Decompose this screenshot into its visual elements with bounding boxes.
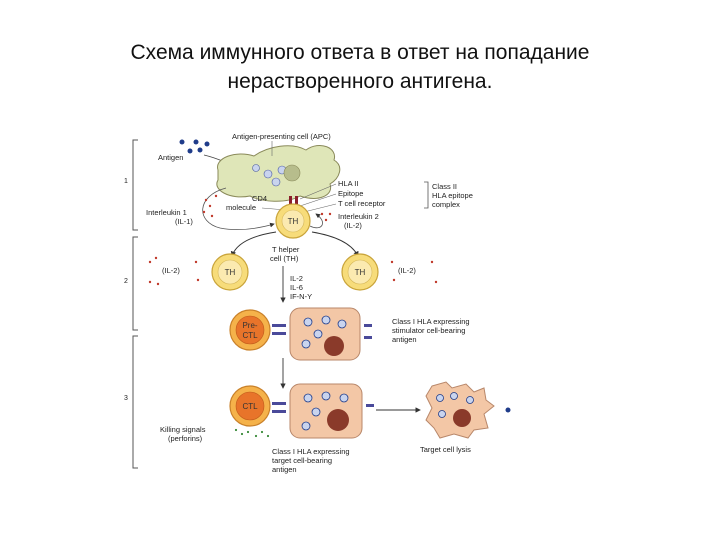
lysis-label: Target cell lysis	[420, 445, 471, 454]
step-3-label: 3	[124, 395, 128, 402]
il2-dots-step1	[320, 212, 332, 222]
th-cell-right-label: TH	[355, 268, 366, 277]
slide-title: Схема иммунного ответа в ответ на попада…	[0, 38, 720, 96]
step-2-label: 2	[124, 278, 128, 285]
killing-label-line-2: (perforins)	[168, 434, 203, 443]
lysed-vesicles	[436, 392, 474, 418]
target-nucleus	[327, 409, 349, 431]
target-label-line-1: Class I HLA expressing	[272, 447, 350, 456]
th-cell-step1-label: TH	[288, 217, 299, 226]
cytokine-label-2: IL-6	[290, 283, 303, 292]
step-brackets	[132, 139, 138, 469]
il2-label-line-2: (IL-2)	[344, 221, 362, 230]
slide-title-line-1: Схема иммунного ответа в ответ на попада…	[130, 41, 590, 64]
il2-right-label: (IL-2)	[398, 266, 416, 275]
arrow-to-th-right	[311, 231, 359, 257]
stimulator-vesicles	[301, 315, 347, 349]
cytokine-label-1: IL-2	[290, 274, 303, 283]
pre-ctl-label-line-2: CTL	[242, 331, 258, 340]
cytokine-label-3: IF-N-Y	[290, 292, 312, 301]
class2-label-line-1: Class II	[432, 182, 457, 191]
il1-dots	[202, 194, 218, 218]
pre-ctl-label-line-1: Pre-	[242, 321, 257, 330]
cd4-label-line-1: CD4	[252, 194, 267, 203]
il2-left-label: (IL-2)	[162, 266, 180, 275]
target-receptors	[272, 402, 374, 413]
th-left-dots	[148, 256, 200, 286]
target-vesicles	[301, 391, 349, 431]
antigen-label: Antigen	[158, 153, 183, 162]
lysed-nucleus	[453, 409, 471, 427]
il2-label-line-1: Interleukin 2	[338, 212, 379, 221]
step-1-label: 1	[124, 178, 128, 185]
cd4-label-line-2: molecule	[226, 203, 256, 212]
th-cell-step1-nucleus	[281, 209, 305, 233]
released-antigen	[505, 407, 511, 413]
apc-vesicles	[252, 164, 287, 187]
killing-label-line-1: Killing signals	[160, 425, 206, 434]
stimulator-nucleus	[324, 336, 344, 356]
t-helper-label-line-1: T helper	[272, 245, 300, 254]
il1-path	[202, 187, 275, 231]
apc-nucleus	[283, 164, 301, 182]
class2-label-line-2: HLA epitope	[432, 191, 473, 200]
target-label-line-3: antigen	[272, 465, 297, 474]
tcr-label: T cell receptor	[338, 199, 386, 208]
apc-cell	[216, 145, 341, 202]
epitope-label: Epitope	[338, 189, 363, 198]
target-label-line-2: target cell-bearing	[272, 456, 332, 465]
th-cell-left-nucleus	[217, 259, 243, 285]
th-cell-left-label: TH	[225, 268, 236, 277]
il1-label-line-2: (IL-1)	[175, 217, 193, 226]
class2-label-line-3: complex	[432, 200, 460, 209]
stimulator-label-line-3: antigen	[392, 335, 417, 344]
th-right-dots	[390, 260, 438, 284]
il2-loop	[309, 213, 323, 229]
stimulator-label-line-1: Class I HLA expressing	[392, 317, 470, 326]
ctl-nucleus	[235, 391, 265, 421]
apc-label: Antigen-presenting cell (APC)	[232, 132, 331, 141]
slide-title-line-2: нерастворенного антигена.	[227, 70, 493, 93]
t-helper-label-line-2: cell (TH)	[270, 254, 299, 263]
ctl-label: CTL	[242, 402, 258, 411]
stimulator-receptors	[272, 324, 372, 339]
il1-label-line-1: Interleukin 1	[146, 208, 187, 217]
class2-bracket	[424, 181, 429, 209]
th-cell-right-nucleus	[347, 259, 373, 285]
perforin-dots	[234, 428, 270, 438]
hla2-label: HLA II	[338, 179, 358, 188]
pre-ctl-nucleus	[235, 315, 265, 345]
arrow-to-th-left	[230, 231, 277, 257]
antigen-particles	[179, 139, 210, 154]
stimulator-label-line-2: stimulator cell-bearing	[392, 326, 465, 335]
